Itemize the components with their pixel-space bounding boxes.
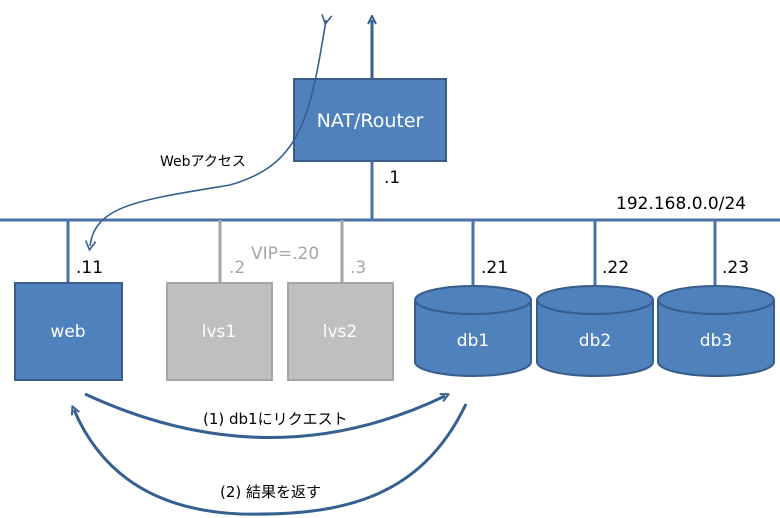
- db2-label: db2: [579, 331, 611, 351]
- response-flow-arrow: [74, 403, 468, 516]
- db1-address: .21: [481, 258, 508, 278]
- lvs2-label: lvs2: [323, 322, 357, 342]
- db3-cylinder: [657, 285, 775, 377]
- db1-label: db1: [457, 331, 489, 351]
- db2-cylinder: [536, 285, 654, 377]
- web-access-label: Webアクセス: [160, 154, 246, 170]
- lvs1-box: [166, 282, 273, 381]
- lvs1-address: .2: [229, 258, 245, 278]
- router-address: .1: [384, 168, 400, 188]
- router-label: NAT/Router: [317, 110, 424, 132]
- lvs2-box: [287, 282, 394, 381]
- network-label: 192.168.0.0/24: [616, 194, 746, 214]
- web-label: web: [50, 322, 85, 342]
- response-flow-label: (2) 結果を返す: [220, 483, 321, 501]
- vip-label: VIP=.20: [251, 244, 319, 264]
- request-flow-arrow: [84, 392, 445, 439]
- web-access-curve: [84, 13, 333, 252]
- db3-label: db3: [700, 331, 732, 351]
- web-box: [14, 282, 123, 381]
- db1-cylinder: [414, 285, 532, 377]
- lvs2-address: .3: [350, 258, 366, 278]
- lvs1-label: lvs1: [202, 322, 236, 342]
- db2-address: .22: [602, 258, 629, 278]
- web-address: .11: [76, 258, 103, 278]
- request-flow-label: (1) db1にリクエスト: [203, 410, 348, 428]
- db3-address: .23: [722, 258, 749, 278]
